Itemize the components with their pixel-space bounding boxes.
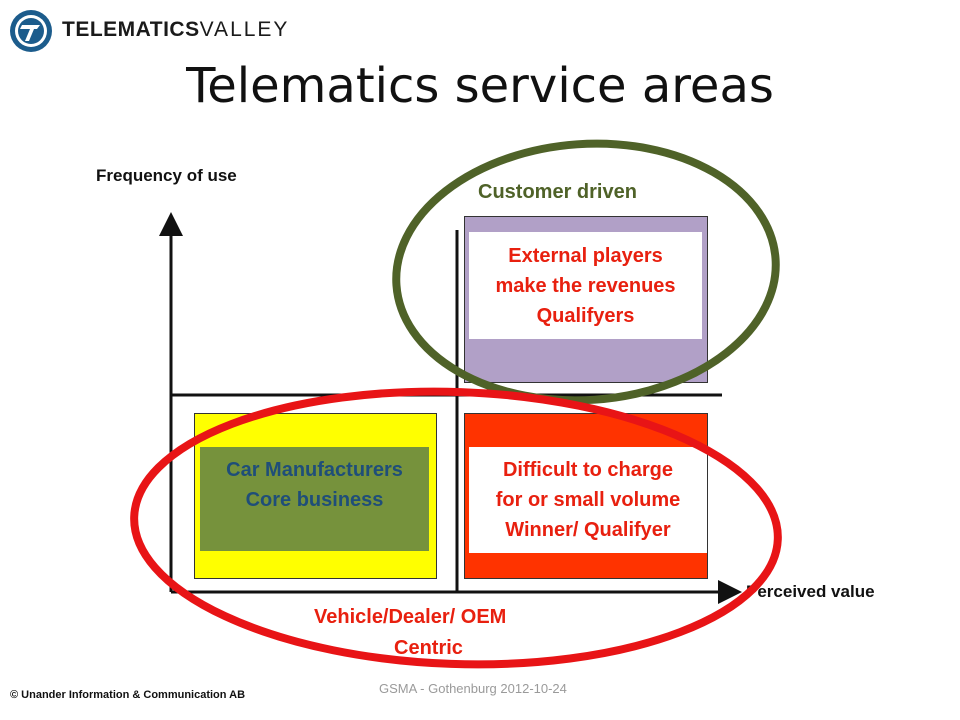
logo-mark-icon <box>10 10 52 52</box>
copyright-footer: © Unander Information & Communication AB <box>10 689 246 701</box>
logo-wordmark-thin: VALLEY <box>199 18 290 41</box>
difficult-line-3: Winner/ Qualifyer <box>505 519 671 541</box>
logo-wordmark: TELEMATICSVALLEY <box>62 18 289 42</box>
logo-wordmark-bold: TELEMATICS <box>62 18 200 41</box>
external-players-line-2: make the revenues <box>495 274 676 297</box>
telematics-valley-logo: TELEMATICSVALLEY <box>8 8 318 54</box>
vehicle-centric-label-1: Vehicle/Dealer/ OEM <box>314 606 507 628</box>
vehicle-centric-label-2: Centric <box>394 637 463 659</box>
car-manufacturers-box: Car Manufacturers Core business <box>200 447 429 551</box>
external-players-line-1: External players <box>508 244 663 267</box>
external-players-box: External players make the revenues Quali… <box>469 232 702 339</box>
y-axis-label: Frequency of use <box>96 166 237 185</box>
difficult-line-1: Difficult to charge <box>502 459 673 481</box>
page-title: Telematics service areas <box>186 58 774 114</box>
difficult-to-charge-box: Difficult to charge for or small volume … <box>469 447 707 553</box>
car-manufacturers-line-2: Core business <box>245 489 384 511</box>
difficult-line-2: for or small volume <box>495 489 681 511</box>
event-footer: GSMA - Gothenburg 2012-10-24 <box>379 681 567 696</box>
car-manufacturers-line-1: Car Manufacturers <box>226 459 403 481</box>
external-players-line-3: Qualifyers <box>536 304 635 327</box>
